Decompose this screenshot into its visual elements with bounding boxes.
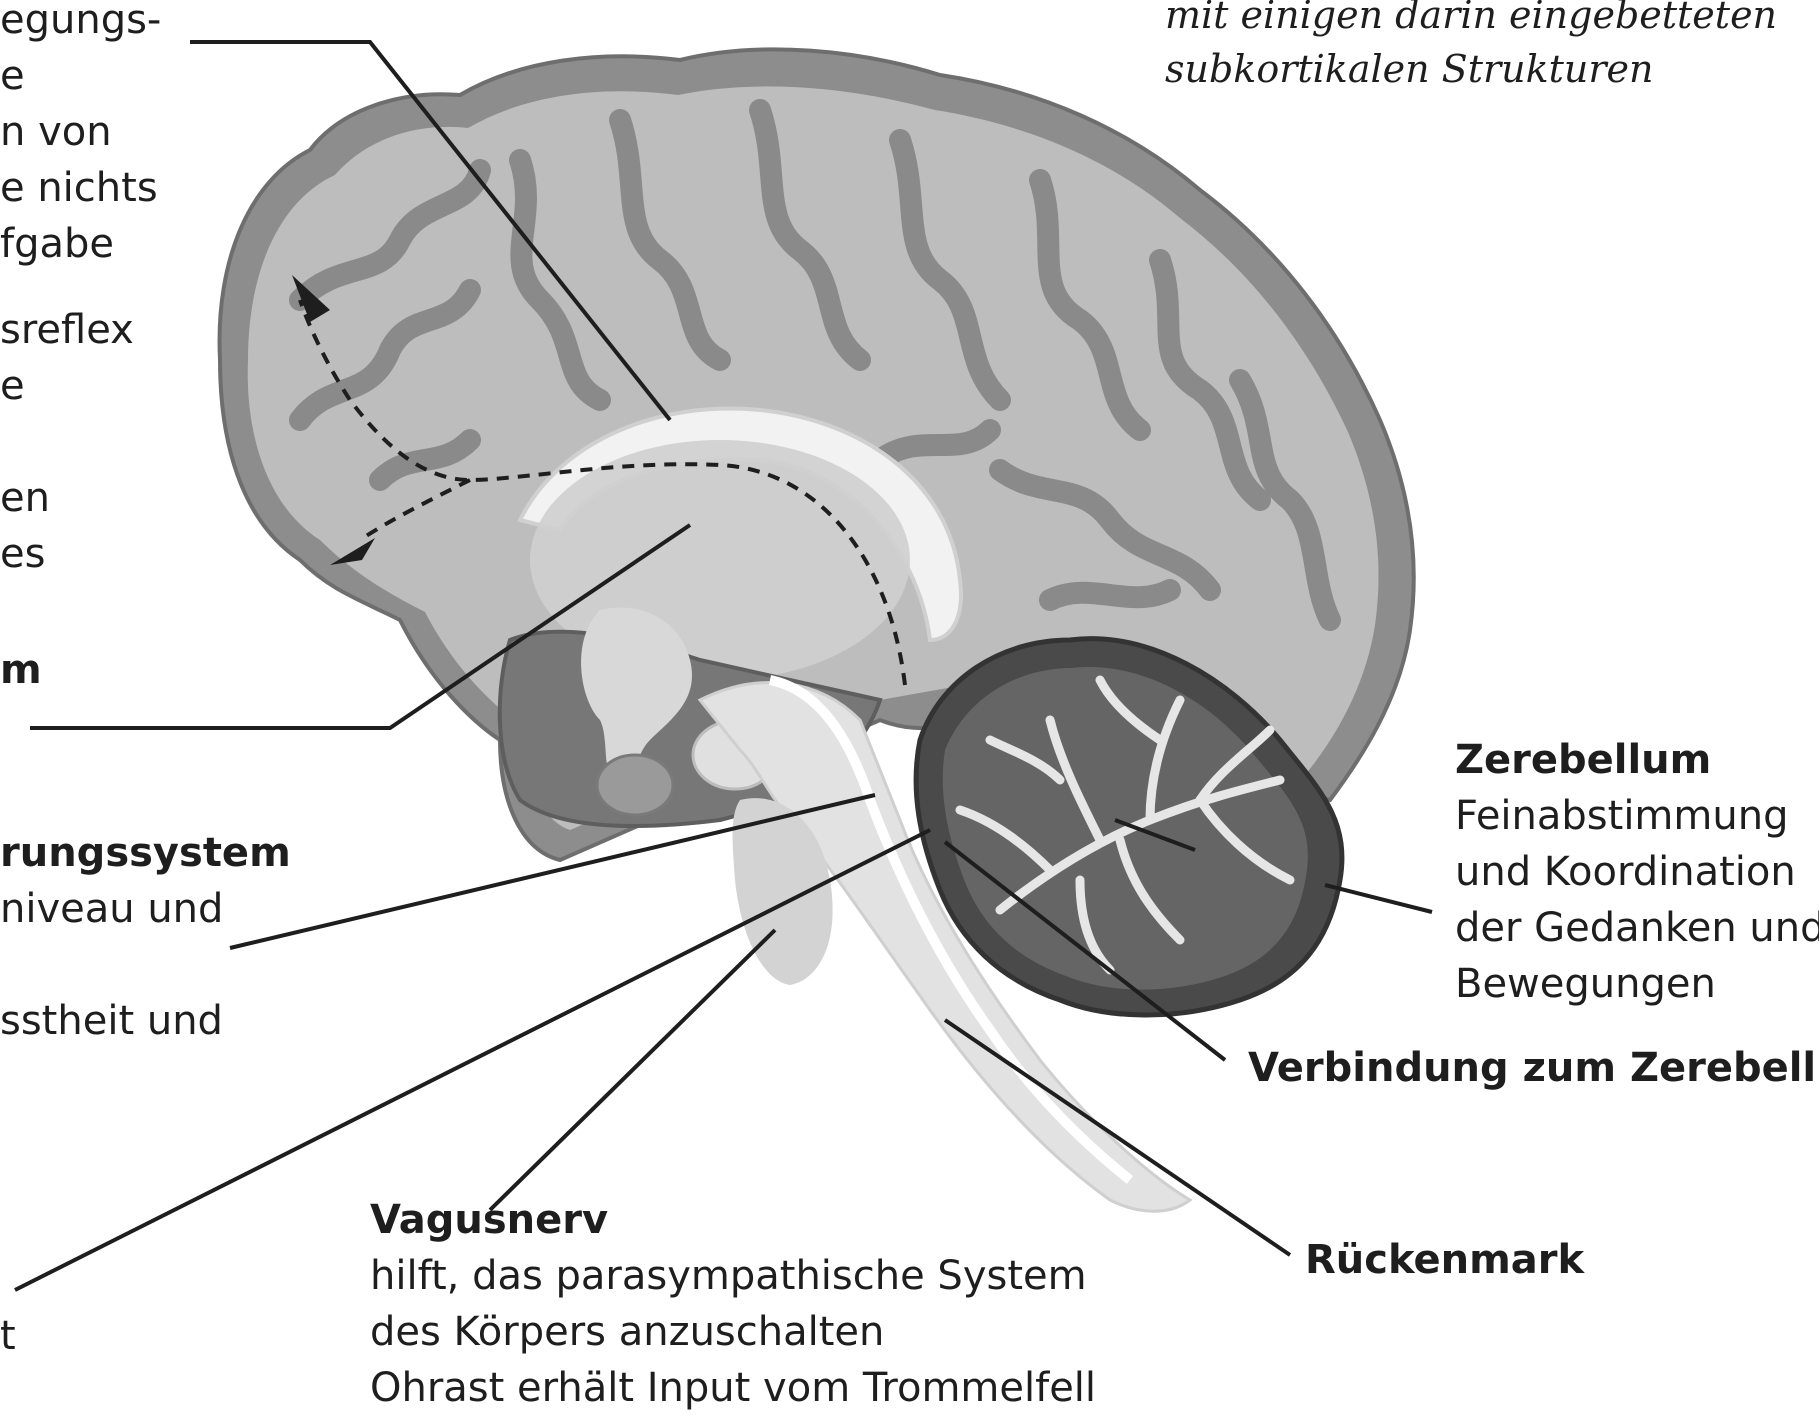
left-fragment-block-2: sreflex e [0, 302, 134, 414]
left-fragment-line: egungs- [0, 0, 161, 48]
cerebellum-title: Zerebellum [1455, 732, 1819, 788]
left-fragment-line: e nichts [0, 160, 161, 216]
caption-line-1: mit einigen darin eingebetteten [1165, 0, 1777, 42]
left-lower-title: rungssystem [0, 825, 291, 881]
connection-label: Verbindung zum Zerebellum [1248, 1040, 1819, 1096]
left-fragment-block-4: m [0, 642, 42, 698]
leader-line-cerebellum-right [1325, 885, 1432, 912]
left-lower-line [0, 937, 291, 993]
vagus-label: Vagusnerv hilft, das parasympathische Sy… [370, 1192, 1096, 1416]
left-fragment-line: n von [0, 104, 161, 160]
left-fragment-block-3: en es [0, 470, 50, 582]
cerebellum-line: und Koordination [1455, 844, 1819, 900]
left-fragment-bold: m [0, 647, 42, 693]
vagus-title: Vagusnerv [370, 1192, 1096, 1248]
left-lower-line: sstheit und [0, 993, 291, 1049]
left-bottom-fragment: t [0, 1308, 16, 1364]
vagus-line: Ohrast erhält Input vom Trommelfell [370, 1360, 1096, 1416]
caption-line-2: subkortikalen Strukturen [1165, 42, 1777, 96]
left-fragment-line: e [0, 48, 161, 104]
leader-line-vagus [490, 930, 775, 1210]
vagus-line: des Körpers anzuschalten [370, 1304, 1096, 1360]
amygdala [597, 755, 673, 815]
vagus-line: hilft, das parasympathische System [370, 1248, 1096, 1304]
left-fragment-line: en [0, 470, 50, 526]
spinal-label: Rückenmark [1305, 1232, 1584, 1288]
left-lower-label: rungssystem niveau und sstheit und [0, 825, 291, 1049]
cerebellum-label: Zerebellum Feinabstimmung und Koordinati… [1455, 732, 1819, 1012]
cerebellum-line: der Gedanken und [1455, 900, 1819, 956]
spinal-title: Rückenmark [1305, 1237, 1584, 1283]
left-fragment-line: fgabe [0, 216, 161, 272]
cerebellum-line: Feinabstimmung [1455, 788, 1819, 844]
left-fragment-line: es [0, 526, 50, 582]
left-fragment-line: sreflex [0, 302, 134, 358]
caption-top-right: mit einigen darin eingebetteten subkorti… [1165, 0, 1777, 96]
left-fragment-line: e [0, 358, 134, 414]
left-fragment-block-1: egungs- e n von e nichts fgabe [0, 0, 161, 272]
connection-title: Verbindung zum Zerebellum [1248, 1045, 1819, 1091]
left-bottom-text: t [0, 1313, 16, 1359]
cerebellum-line: Bewegungen [1455, 956, 1819, 1012]
left-lower-line: niveau und [0, 881, 291, 937]
